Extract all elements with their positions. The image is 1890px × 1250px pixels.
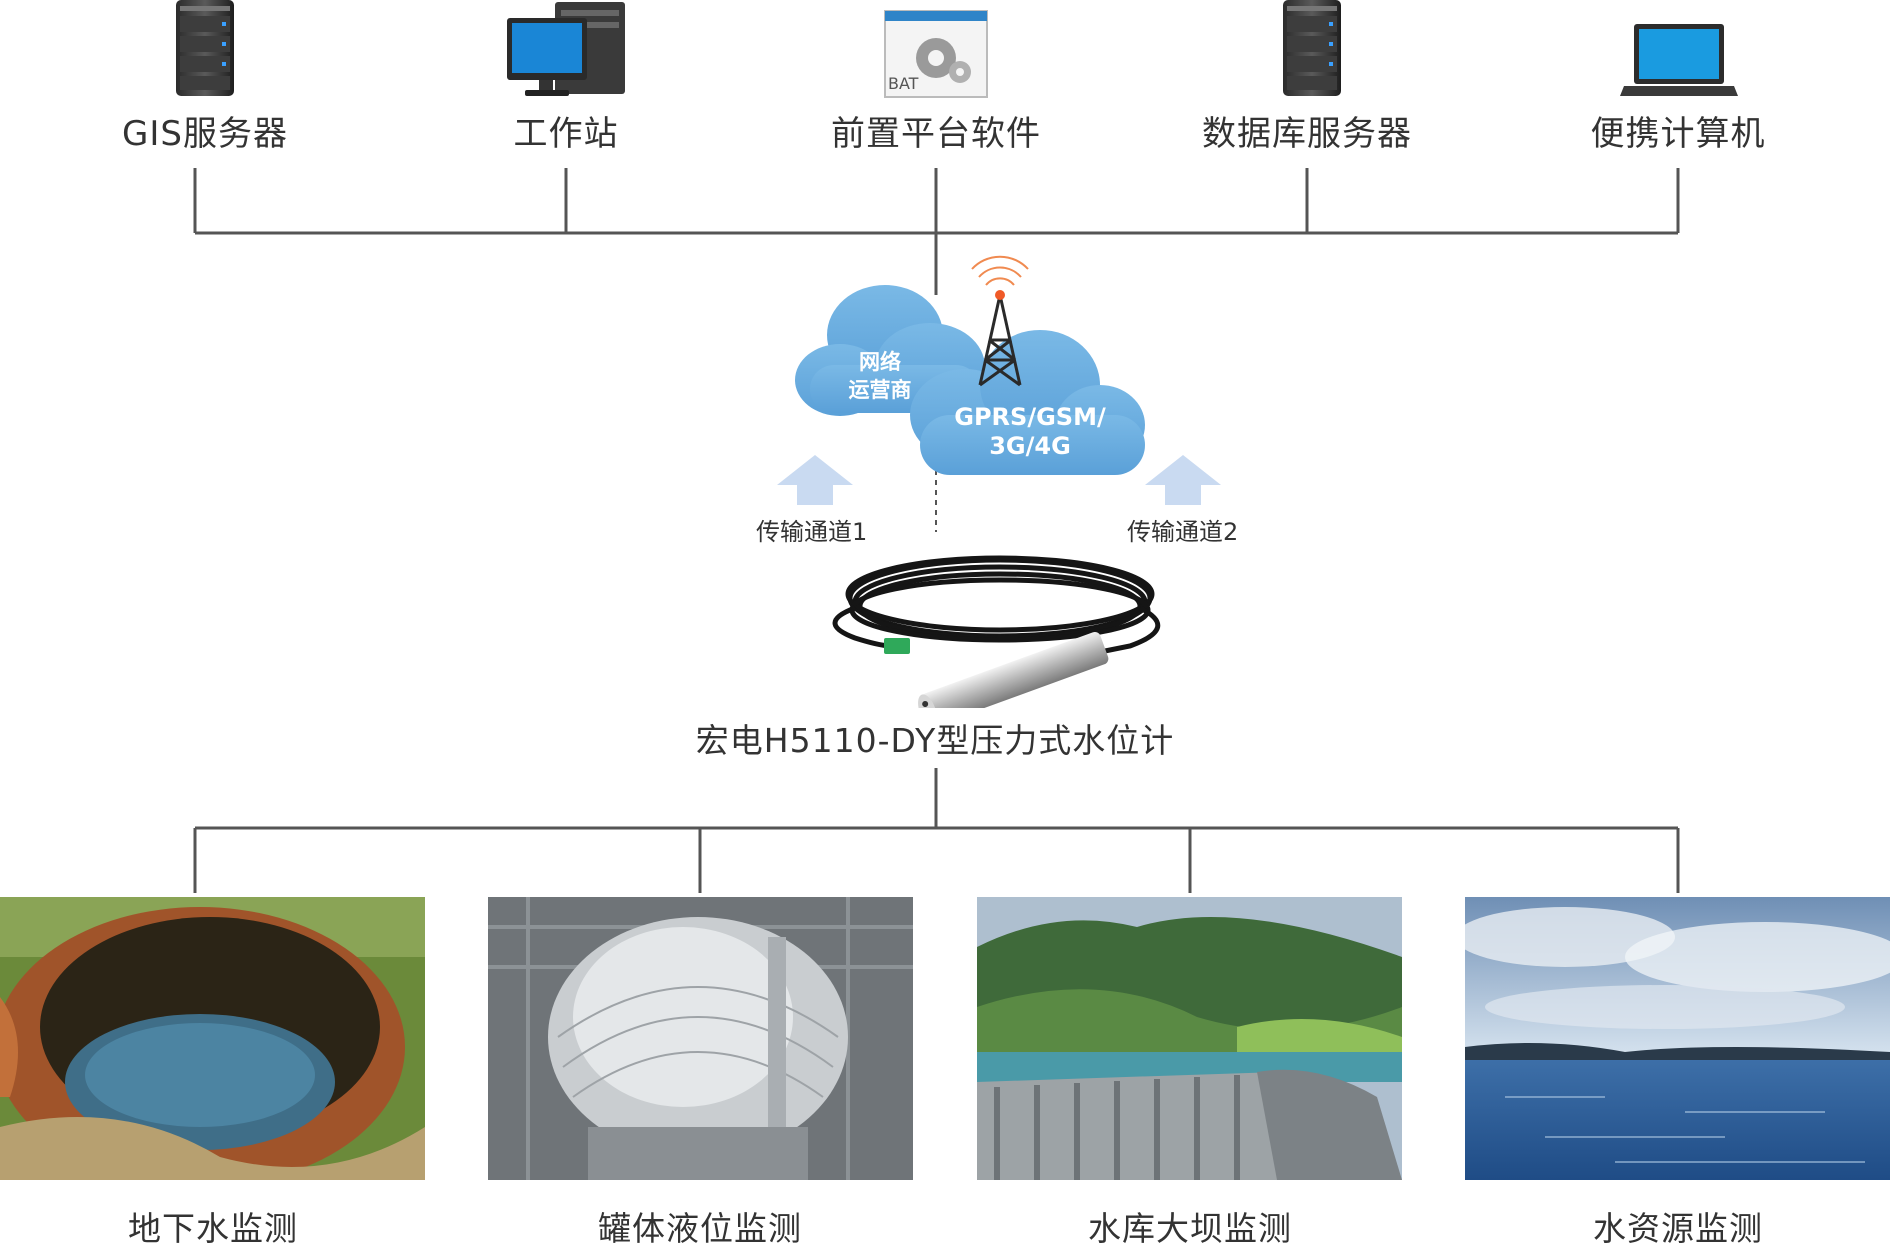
- transmission-channel-2: 传输通道2: [1127, 518, 1239, 546]
- top-node-label: 数据库服务器: [1202, 114, 1412, 154]
- lake-sky-photo: [1465, 897, 1890, 1180]
- transmission-channel-1: 传输通道1: [756, 518, 868, 546]
- bottom-node-label: 地下水监测: [128, 1209, 298, 1248]
- cloud-left-label-line1: 网络: [859, 350, 901, 374]
- top-node-label: GIS服务器: [122, 114, 288, 154]
- bottom-node-label: 罐体液位监测: [598, 1209, 802, 1248]
- cloud-right-label-line1: GPRS/GSM/: [954, 403, 1106, 431]
- bottom-node-label: 水资源监测: [1593, 1209, 1763, 1248]
- gis-server-node: [170, 0, 240, 98]
- top-node-label: 前置平台软件: [831, 114, 1041, 154]
- server-icon: [1283, 0, 1341, 96]
- reservoir-dam-photo: [977, 897, 1402, 1180]
- cloud-left-label-line2: 运营商: [848, 378, 912, 402]
- laptop-icon: [1620, 24, 1738, 96]
- workstation-icon: [507, 2, 625, 96]
- top-node-label: 便携计算机: [1590, 114, 1766, 154]
- upload-arrow-icon: [777, 455, 853, 505]
- industrial-tank-photo: [488, 897, 913, 1180]
- water-level-sensor-image: [832, 555, 1161, 708]
- bat-software-icon: [884, 10, 988, 98]
- signal-tower-icon: [978, 294, 1022, 387]
- network-cloud-graphic: [795, 255, 1145, 475]
- laptop-node: [1620, 22, 1738, 98]
- bat-icon-text: BAT: [888, 74, 919, 93]
- server-icon: [176, 0, 234, 96]
- bottom-node-label: 水库大坝监测: [1088, 1209, 1292, 1248]
- upload-arrow-icon: [1145, 455, 1221, 505]
- workstation-node: [505, 0, 627, 98]
- database-server-node: [1277, 0, 1347, 98]
- device-label: 宏电H5110-DY型压力式水位计: [695, 721, 1175, 760]
- top-node-label: 工作站: [513, 114, 619, 154]
- cloud-right-label-line2: 3G/4G: [989, 432, 1071, 460]
- platform-software-node: BAT: [884, 10, 988, 98]
- groundwater-sinkhole-photo: [0, 897, 425, 1180]
